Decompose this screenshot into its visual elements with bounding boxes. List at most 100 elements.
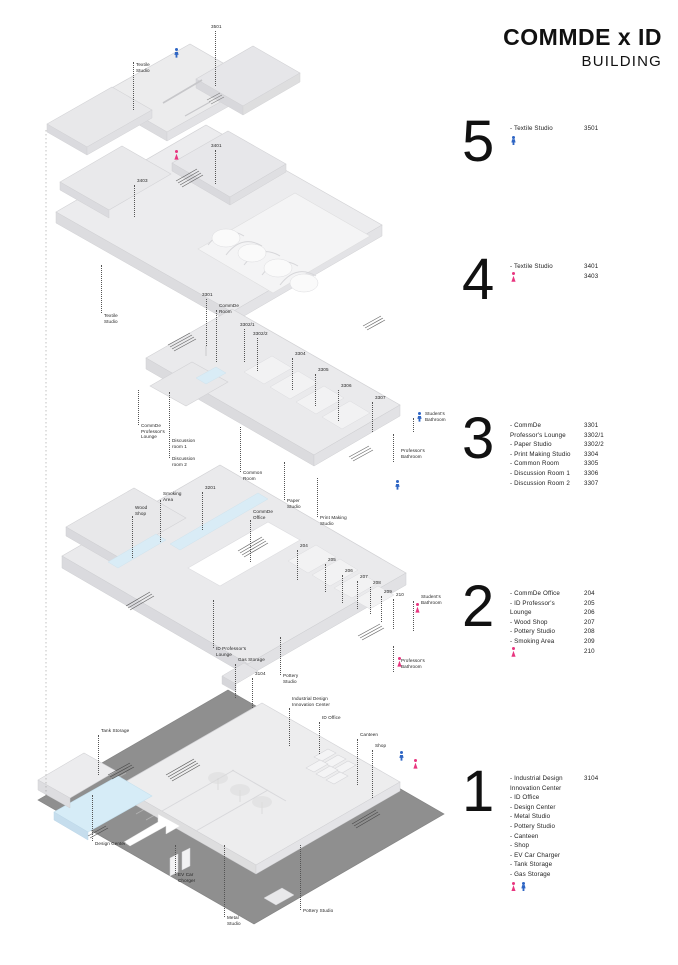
leader-line: [175, 845, 176, 875]
leader-line: [138, 390, 139, 425]
stair-hatch-g3: [107, 762, 135, 780]
stair-hatch-f3b: [348, 445, 374, 462]
male-figure-icon: [173, 48, 180, 59]
atrium-trees: [208, 772, 272, 814]
legend-room-label: - Paper Studio: [510, 441, 552, 449]
entrance-arrow: [123, 813, 181, 847]
legend-room-label: - CommDe: [510, 422, 542, 429]
legend-room-label: Professor's Lounge: [510, 431, 566, 439]
legend-icons-5: [510, 135, 616, 147]
legend-room-code: 207: [584, 618, 595, 626]
floor-5-plate: [46, 43, 301, 156]
male-figure-icon: [510, 135, 517, 147]
stair-hatch-f3: [167, 332, 197, 352]
drawing-figure-f5: [173, 46, 180, 64]
leader-line: [381, 596, 382, 622]
floor-number-1: 1: [462, 759, 494, 824]
legend-room-code: 3305: [584, 460, 599, 468]
legend-room-code: 3104: [584, 775, 599, 782]
annotation-a-208: 208: [373, 580, 381, 585]
leader-line: [317, 478, 318, 517]
annotation-a-209: 209: [384, 589, 392, 594]
leader-line: [338, 390, 339, 421]
legend-row: - Design Center: [510, 803, 616, 813]
female-figure-icon: [396, 657, 403, 668]
page-subtitle: BUILDING: [581, 53, 662, 70]
legend-row: Innovation Center: [510, 784, 616, 794]
drawing-figure-f3p: [394, 478, 401, 496]
annotation-a-tank-storage: Tank Storage: [101, 728, 130, 733]
annotation-a-print-making: Print Making Studio: [320, 515, 347, 526]
annotation-a-207: 207: [360, 574, 368, 579]
legend-room-label: - Metal Studio: [510, 813, 551, 821]
annotation-a-prof-bath-2: Professor's Bathroom: [401, 658, 425, 669]
male-figure-icon: [520, 881, 527, 893]
annotation-a-3302-1: 3302/1: [240, 322, 255, 327]
legend-row: - EV Car Charger: [510, 851, 616, 861]
leader-line: [325, 564, 326, 592]
annotation-a-206: 206: [345, 568, 353, 573]
legend-row: - Wood Shop 207: [510, 618, 616, 628]
male-figure-icon: [416, 412, 423, 423]
leader-line: [413, 418, 414, 432]
legend-room-label: - EV Car Charger: [510, 851, 561, 859]
legend-room-label: - CommDe Office: [510, 590, 560, 597]
legend-room-label: - Wood Shop: [510, 618, 548, 626]
annotation-a-canteen: Canteen: [360, 732, 379, 737]
floor-4-plate: [55, 124, 386, 331]
annotation-a-metal-studio: Metal Studio: [227, 915, 241, 926]
annotation-a-commde-room: CommDe Room: [219, 303, 239, 314]
legend-room-code: [584, 832, 616, 842]
annotation-a-205: 205: [328, 557, 336, 562]
annotation-a-3304: 3304: [295, 351, 306, 356]
leader-line: [292, 358, 293, 390]
drawing-figure-f3s: [416, 410, 423, 428]
leader-line: [244, 329, 245, 362]
leader-line: [98, 735, 99, 775]
leader-line: [289, 708, 290, 746]
annotation-a-commde-prof-lounge: CommDe Professor's Lounge: [141, 423, 165, 440]
annotation-a-paper-studio: Paper Studio: [287, 498, 301, 509]
legend-room-label: [510, 647, 584, 657]
annotation-a-3104: 3104: [255, 671, 266, 676]
legend-room-label: Lounge: [510, 609, 532, 617]
leader-line: [213, 600, 214, 648]
annotation-a-design-center: Design Center: [95, 841, 126, 846]
annotation-a-textile-5: Textile Studio: [136, 62, 150, 73]
legend-row: - Gas Storage: [510, 870, 616, 880]
legend-row: 210: [510, 647, 616, 657]
leader-line: [252, 678, 253, 708]
legend-room-label: - Discussion Room 2: [510, 479, 570, 487]
annotation-a-commde-office: CommDe Office: [253, 509, 273, 520]
legend-room-code: [584, 870, 616, 880]
legend-icons-4: [510, 272, 616, 283]
leader-line: [393, 646, 394, 672]
annotation-a-3302-2: 3302/2: [253, 331, 268, 336]
drawing-figure-f1m: [398, 749, 405, 767]
title-block: COMMDE x ID BUILDING: [462, 26, 662, 70]
leader-line: [319, 722, 320, 754]
legend-room-label: - Gas Storage: [510, 870, 551, 878]
annotation-a-3201: 3201: [205, 485, 216, 490]
leader-line: [300, 845, 301, 910]
leader-line: [357, 581, 358, 609]
legend-row: - Canteen: [510, 832, 616, 842]
floor-2-plate: [61, 464, 407, 693]
annotation-a-gas-storage: Gas Storage: [238, 657, 265, 662]
annotation-a-3401: 3401: [211, 143, 222, 148]
